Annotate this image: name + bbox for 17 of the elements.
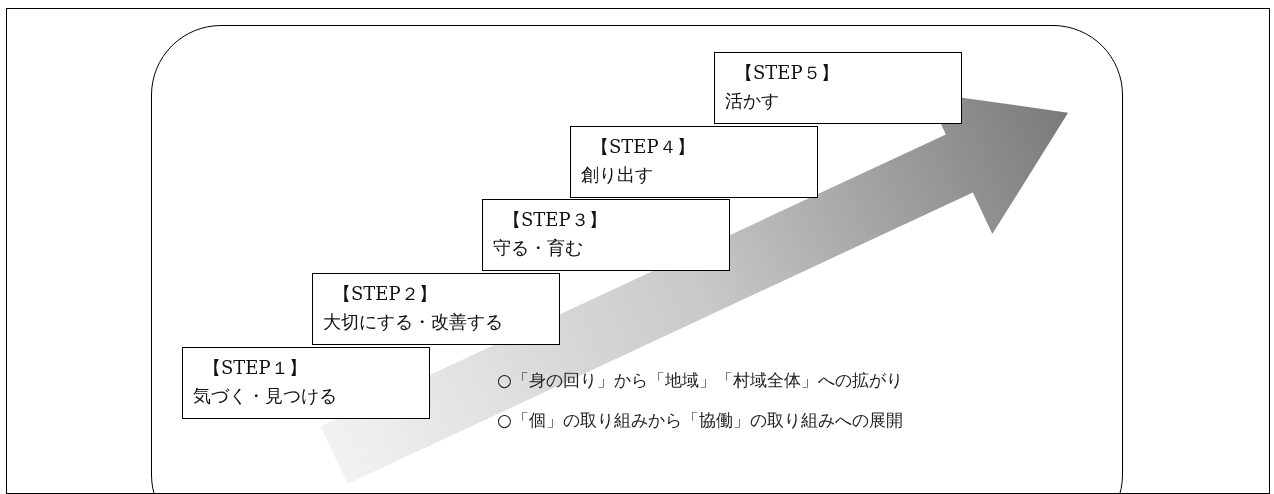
step-text: 守る・育む	[493, 236, 584, 260]
step-box	[182, 347, 430, 419]
step-box	[482, 199, 730, 271]
step-box	[570, 126, 818, 198]
step-heading: 【STEP４】	[590, 135, 696, 159]
step-heading: 【STEP１】	[202, 356, 308, 380]
step-text: 大切にする・改善する	[323, 310, 504, 334]
step-text: 活かす	[725, 89, 780, 113]
step-heading: 【STEP５】	[734, 61, 840, 85]
step-text: 気づく・見つける	[193, 384, 338, 408]
step-text: 創り出す	[581, 163, 654, 187]
step-box	[714, 52, 962, 124]
step-heading: 【STEP２】	[332, 282, 438, 306]
note-text: ○「身の回り」から「地域」「村域全体」への拡がり	[497, 369, 903, 392]
step-heading: 【STEP３】	[502, 208, 608, 232]
step-box	[312, 273, 560, 345]
note-text: ○「個」の取り組みから「協働」の取り組みへの展開	[497, 409, 903, 432]
